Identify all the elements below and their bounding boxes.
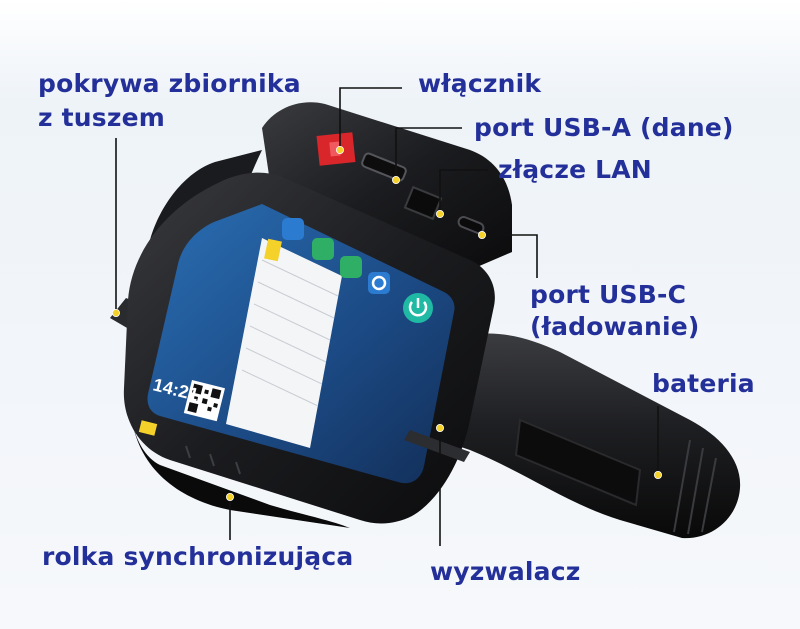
label-usb-c-line2: (ładowanie) — [530, 312, 700, 341]
label-battery: bateria — [652, 369, 755, 398]
battery-slot — [514, 418, 642, 507]
bezel-bottom-edge — [132, 420, 350, 528]
app-icon[interactable] — [282, 218, 304, 240]
screen-document-grid — [241, 259, 339, 407]
label-power-switch: włącznik — [418, 69, 542, 98]
app-icon[interactable] — [340, 256, 362, 278]
marker-dot — [225, 492, 234, 501]
status-led — [138, 420, 158, 436]
leader-usb-c — [482, 234, 538, 278]
marker-dot — [391, 175, 400, 184]
marker-dot — [654, 470, 663, 479]
marker-dot — [335, 145, 344, 154]
marker-dot — [112, 308, 121, 317]
gear-icon[interactable] — [368, 272, 390, 294]
label-usb-c-line1: port USB-C — [530, 280, 687, 309]
label-trigger: wyzwalacz — [430, 557, 581, 586]
marker-dot — [435, 209, 444, 218]
printer-device: 14:21 — [110, 102, 741, 539]
lan-port — [403, 185, 443, 221]
marker-dots — [112, 145, 663, 501]
leader-usb-a — [395, 127, 462, 180]
battery-grooves — [673, 439, 717, 535]
screen-yellow-indicator — [264, 238, 282, 262]
marker-dot — [435, 423, 444, 432]
gear-icon-glyph — [371, 275, 387, 291]
label-sync-roller: rolka synchronizująca — [42, 542, 354, 571]
handle — [392, 333, 741, 539]
trigger[interactable] — [404, 430, 470, 462]
screen-document-panel — [226, 238, 342, 448]
leader-lan — [439, 169, 488, 214]
app-icon[interactable] — [312, 238, 334, 260]
leader-power-switch — [339, 87, 402, 150]
label-ink-cover-line2: z tuszem — [38, 103, 166, 132]
power-icon-arc — [408, 301, 428, 317]
leader-lines — [115, 87, 659, 546]
qr-code — [183, 380, 225, 422]
usb-c-port — [457, 216, 485, 234]
touch-screen[interactable]: 14:21 — [147, 204, 455, 484]
marker-dot — [477, 230, 486, 239]
label-lan: złącze LAN — [498, 155, 652, 184]
label-usb-a: port USB-A (dane) — [474, 113, 734, 142]
label-ink-cover-line1: pokrywa zbiornika — [38, 69, 301, 98]
sync-roller-marks — [185, 445, 241, 475]
usb-a-port — [361, 152, 407, 182]
